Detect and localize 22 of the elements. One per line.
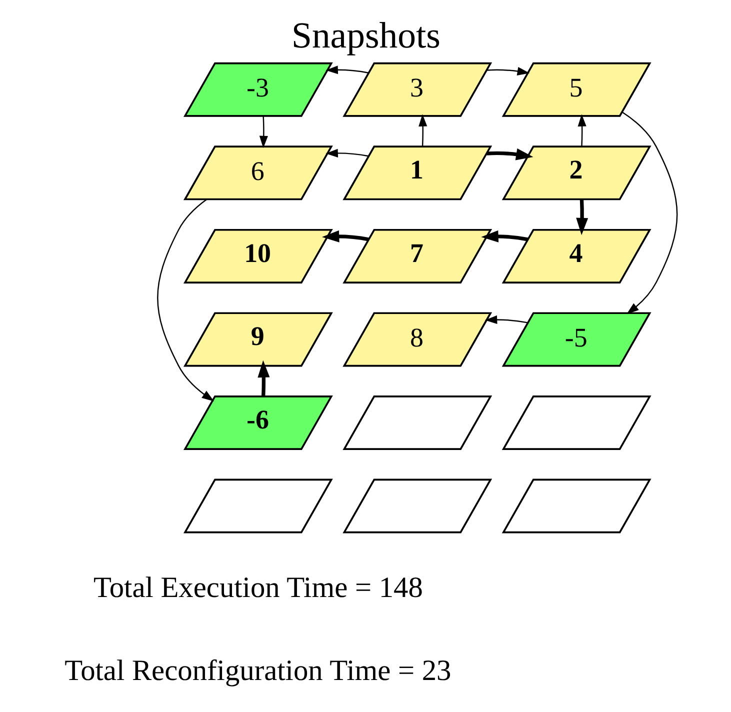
label: Total Execution Time = 148 — [92, 572, 422, 604]
arrow — [486, 148, 533, 160]
arrow — [621, 112, 678, 314]
node-parallelogram — [342, 396, 492, 450]
node-parallelogram — [501, 478, 651, 534]
arrow — [576, 199, 588, 236]
arrow — [418, 114, 427, 146]
arrow — [258, 116, 268, 148]
arrow — [156, 198, 214, 402]
label: Total Reconfiguration Time = 23 — [64, 655, 451, 688]
arrow — [325, 66, 368, 74]
node-parallelogram — [342, 478, 492, 534]
arrow — [321, 230, 368, 242]
node-parallelogram — [182, 478, 332, 534]
arrow — [325, 148, 368, 158]
arrow — [480, 230, 528, 242]
node-parallelogram — [501, 396, 651, 450]
diagram-title: Snapshots — [291, 14, 440, 56]
arrow — [486, 66, 530, 76]
arrow — [484, 315, 528, 324]
arrow — [257, 360, 270, 396]
arrow — [577, 114, 586, 146]
